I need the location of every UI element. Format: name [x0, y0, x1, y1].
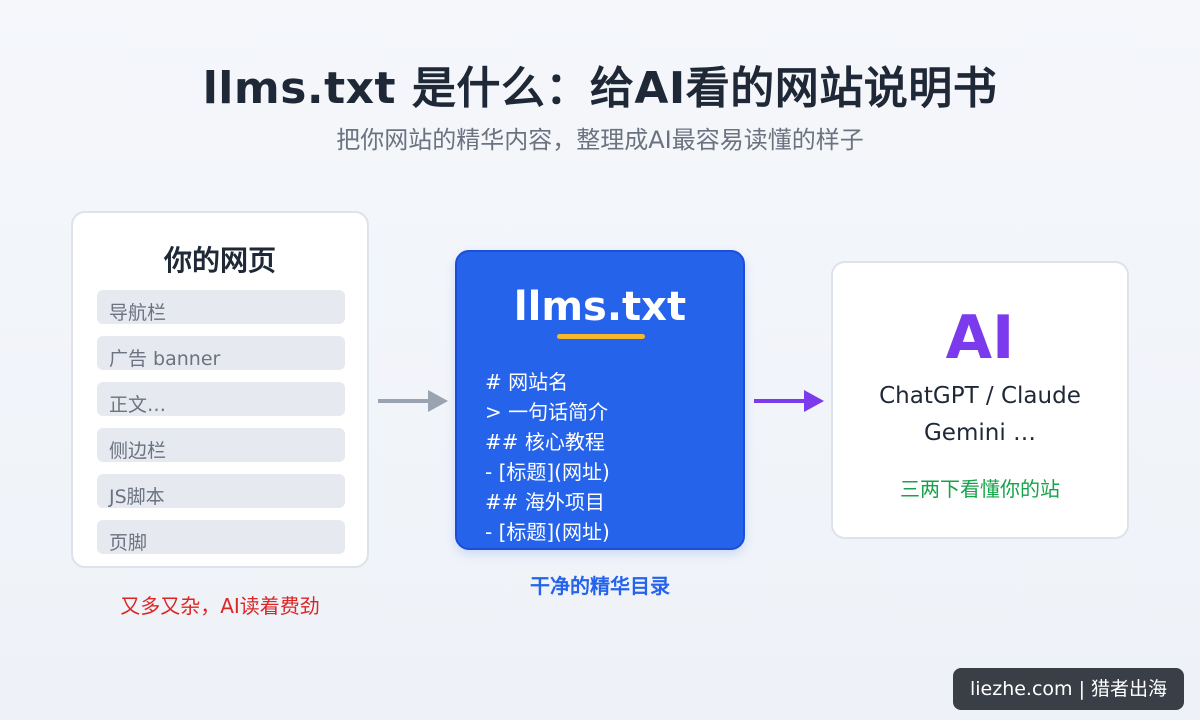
webpage-card: 你的网页 导航栏 广告 banner 正文… 侧边栏 JS脚本 页脚 — [71, 211, 369, 568]
llms-line-site-name: # 网站名 — [485, 370, 569, 394]
llms-line-overseas-section: ## 海外项目 — [485, 490, 605, 514]
llms-card-title: llms.txt — [513, 284, 687, 330]
ai-caption: 三两下看懂你的站 — [900, 477, 1060, 501]
webpage-item-js: JS脚本 — [97, 474, 345, 508]
llms-line-summary: > 一句话简介 — [485, 400, 609, 424]
ai-logo: AI — [945, 303, 1015, 373]
llms-line-link-2: - [标题](网址) — [485, 520, 610, 544]
webpage-item-nav: 导航栏 — [97, 290, 345, 324]
ai-models-line-2: Gemini … — [923, 420, 1037, 446]
webpage-item-footer: 页脚 — [97, 520, 345, 554]
webpage-item-ad: 广告 banner — [97, 336, 345, 370]
webpage-card-title: 你的网页 — [163, 244, 276, 277]
ai-card: AI ChatGPT / Claude Gemini … 三两下看懂你的站 — [831, 261, 1129, 539]
page-title: llms.txt 是什么：给AI看的网站说明书 — [202, 63, 998, 114]
arrow-right-icon — [378, 390, 448, 412]
arrow-right-icon — [754, 390, 824, 412]
watermark-badge: liezhe.com | 猎者出海 — [953, 668, 1184, 710]
webpage-item-body: 正文… — [97, 382, 345, 416]
webpage-caption: 又多又杂，AI读着费劲 — [120, 594, 320, 618]
title-underline — [557, 334, 645, 339]
llms-card: llms.txt # 网站名 > 一句话简介 ## 核心教程 - [标题](网址… — [455, 250, 745, 550]
ai-models-line-1: ChatGPT / Claude — [879, 383, 1081, 409]
llms-caption: 干净的精华目录 — [530, 574, 670, 598]
page-subtitle: 把你网站的精华内容，整理成AI最容易读懂的样子 — [336, 126, 864, 154]
webpage-item-sidebar: 侧边栏 — [97, 428, 345, 462]
llms-line-core-section: ## 核心教程 — [485, 430, 605, 454]
llms-line-link-1: - [标题](网址) — [485, 460, 610, 484]
